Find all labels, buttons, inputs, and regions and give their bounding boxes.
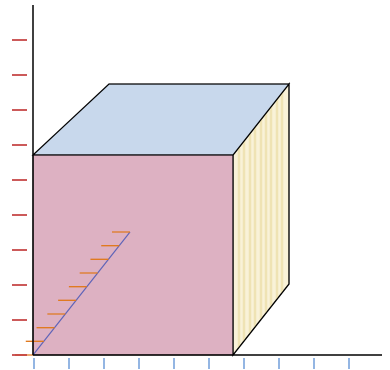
cube-front-face bbox=[32, 154, 234, 356]
y-axis-ticks bbox=[12, 39, 27, 356]
x-axis-ticks bbox=[33, 358, 350, 369]
cube-side-stripes bbox=[232, 82, 290, 357]
depth-diagonal-line bbox=[32, 231, 131, 356]
z-axis-ticks bbox=[15, 231, 130, 356]
